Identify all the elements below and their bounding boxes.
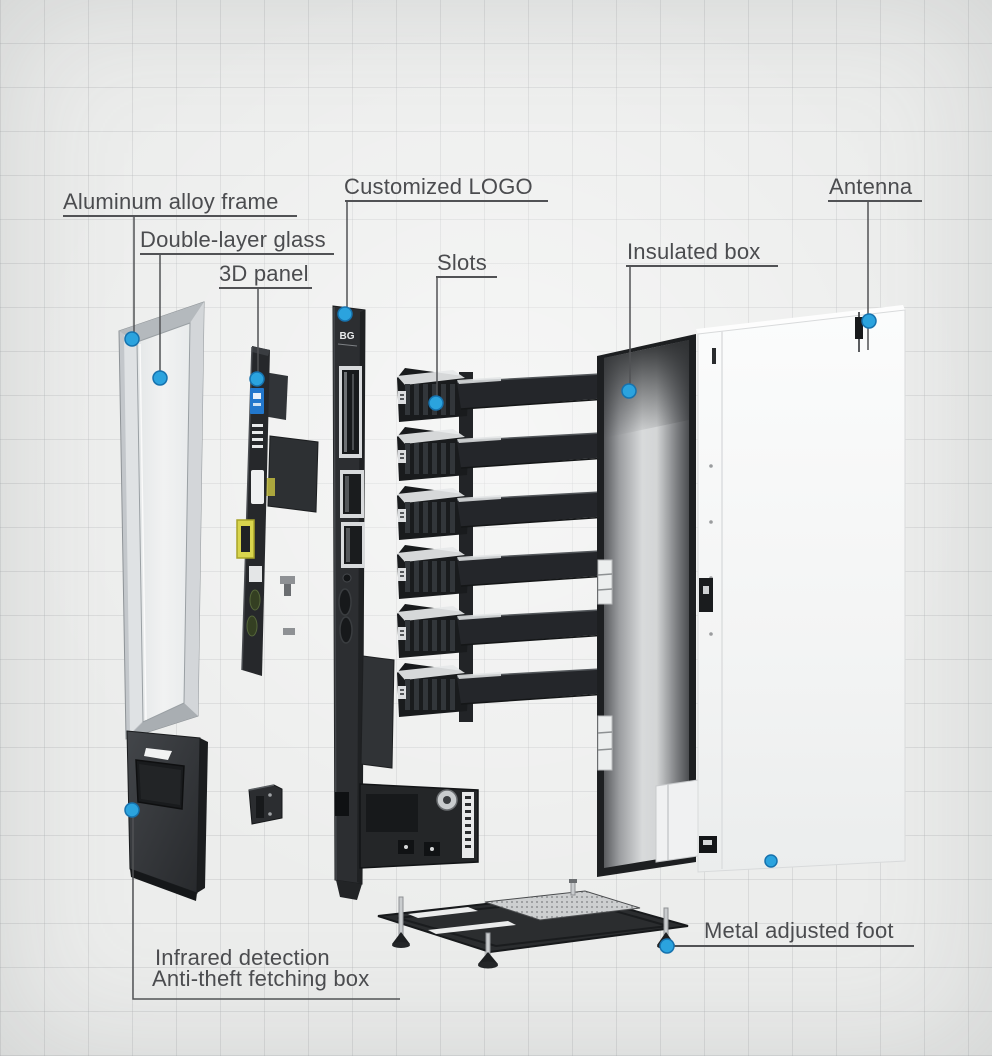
slots-part bbox=[396, 367, 610, 722]
label-metal-foot: Metal adjusted foot bbox=[704, 918, 894, 943]
vent-lines bbox=[252, 424, 263, 448]
callout-dot bbox=[764, 854, 778, 868]
label-customized-logo: Customized LOGO bbox=[344, 174, 533, 199]
bracket-part bbox=[248, 784, 283, 825]
door-latch bbox=[699, 578, 713, 612]
label-insulated-box: Insulated box bbox=[627, 239, 761, 264]
callout-dots bbox=[124, 306, 877, 954]
customized-logo-mark: BG bbox=[340, 331, 355, 342]
insulated-box-part bbox=[597, 305, 906, 877]
hinge bbox=[597, 715, 613, 771]
antitheft-fetching-box-part bbox=[126, 730, 208, 901]
base-plate-part bbox=[377, 879, 689, 969]
leader-lines bbox=[132, 201, 869, 1000]
label-3d-panel: 3D panel bbox=[219, 261, 309, 286]
callout-dot bbox=[124, 802, 140, 818]
hinge bbox=[597, 559, 613, 605]
adjustable-foot bbox=[569, 879, 577, 896]
callout-dot bbox=[659, 938, 675, 954]
label-antenna: Antenna bbox=[829, 174, 913, 199]
callout-dot bbox=[428, 395, 444, 411]
callout-dot bbox=[249, 371, 265, 387]
label-double-glass: Double-layer glass bbox=[140, 227, 326, 252]
callout-dot bbox=[621, 383, 637, 399]
callout-dot bbox=[124, 331, 140, 347]
label-slots: Slots bbox=[437, 250, 487, 275]
3d-panel-part bbox=[236, 346, 319, 676]
adjustable-foot bbox=[392, 896, 410, 948]
adjustable-foot bbox=[478, 932, 498, 969]
callout-dot bbox=[861, 313, 877, 329]
label-aluminum-frame: Aluminum alloy frame bbox=[63, 189, 279, 214]
aluminum-frame-part bbox=[118, 301, 205, 740]
label-antitheft-box: Anti-theft fetching box bbox=[152, 966, 370, 991]
qr-sticker bbox=[250, 388, 264, 414]
label-underlines bbox=[63, 200, 922, 947]
callout-dot bbox=[337, 306, 353, 322]
logo-pillar-part: BG bbox=[332, 305, 395, 900]
antenna-part bbox=[855, 312, 863, 352]
control-board-part bbox=[359, 783, 479, 869]
callout-dot bbox=[152, 370, 168, 386]
label-infrared-detection: Infrared detection bbox=[155, 945, 330, 970]
